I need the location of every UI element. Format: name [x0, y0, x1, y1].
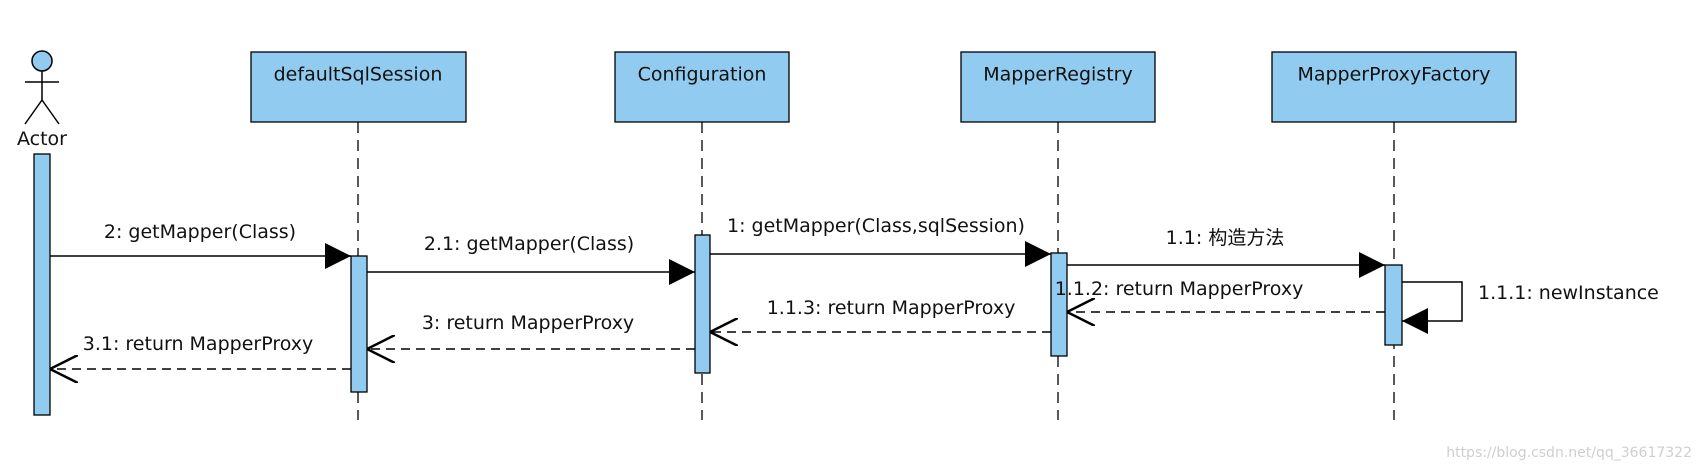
participant-label: MapperProxyFactory: [1297, 64, 1490, 86]
message-1-1: 1.1: 构造方法: [1067, 227, 1385, 278]
participant-mapperregistry: MapperRegistry: [960, 51, 1156, 123]
message-label: 3.1: return MapperProxy: [83, 333, 314, 355]
participant-label: MapperRegistry: [983, 64, 1132, 86]
message-1-1-1: 1.1.1: newInstance: [1402, 281, 1659, 334]
message-label: 1.1: 构造方法: [1166, 227, 1285, 249]
message-1-1-2: 1.1.2: return MapperProxy: [1055, 278, 1385, 312]
return-messages: 1.1.2: return MapperProxy 1.1.3: return …: [50, 278, 1385, 369]
message-2-1: 2.1: getMapper(Class): [367, 233, 695, 285]
participant-label: defaultSqlSession: [274, 64, 443, 86]
activation-mapperregistry: [1050, 252, 1068, 357]
message-label: 1: getMapper(Class,sqlSession): [727, 215, 1025, 237]
activations: [33, 153, 1403, 416]
actor-label: Actor: [17, 128, 67, 150]
call-messages: 2: getMapper(Class) 2.1: getMapper(Class…: [50, 215, 1385, 285]
message-1-1-3: 1.1.3: return MapperProxy: [710, 297, 1051, 332]
message-label: 1.1.3: return MapperProxy: [767, 297, 1016, 319]
message-label: 1.1.1: newInstance: [1478, 282, 1659, 304]
watermark: https://blog.csdn.net/qq_36617322: [1446, 445, 1692, 461]
message-label: 2: getMapper(Class): [104, 221, 296, 243]
message-3-1: 3.1: return MapperProxy: [50, 333, 351, 369]
message-1: 1: getMapper(Class,sqlSession): [710, 215, 1051, 267]
activation-mapperproxyfactory: [1384, 264, 1403, 346]
participant-configuration: Configuration: [614, 51, 790, 123]
participant-defaultsqlsession: defaultSqlSession: [250, 51, 467, 123]
actor-icon: [24, 50, 60, 125]
message-label: 3: return MapperProxy: [422, 312, 634, 334]
message-2: 2: getMapper(Class): [50, 221, 351, 269]
participant-label: Configuration: [638, 64, 767, 86]
message-3: 3: return MapperProxy: [367, 312, 695, 349]
activation-actor: [33, 153, 51, 416]
participant-mapperproxyfactory: MapperProxyFactory: [1271, 51, 1517, 123]
lifelines: [357, 122, 1395, 420]
actor: Actor: [17, 50, 67, 150]
activation-defaultsqlsession: [350, 255, 368, 393]
message-label: 1.1.2: return MapperProxy: [1055, 278, 1304, 300]
activation-configuration: [694, 234, 711, 374]
message-label: 2.1: getMapper(Class): [424, 233, 634, 255]
